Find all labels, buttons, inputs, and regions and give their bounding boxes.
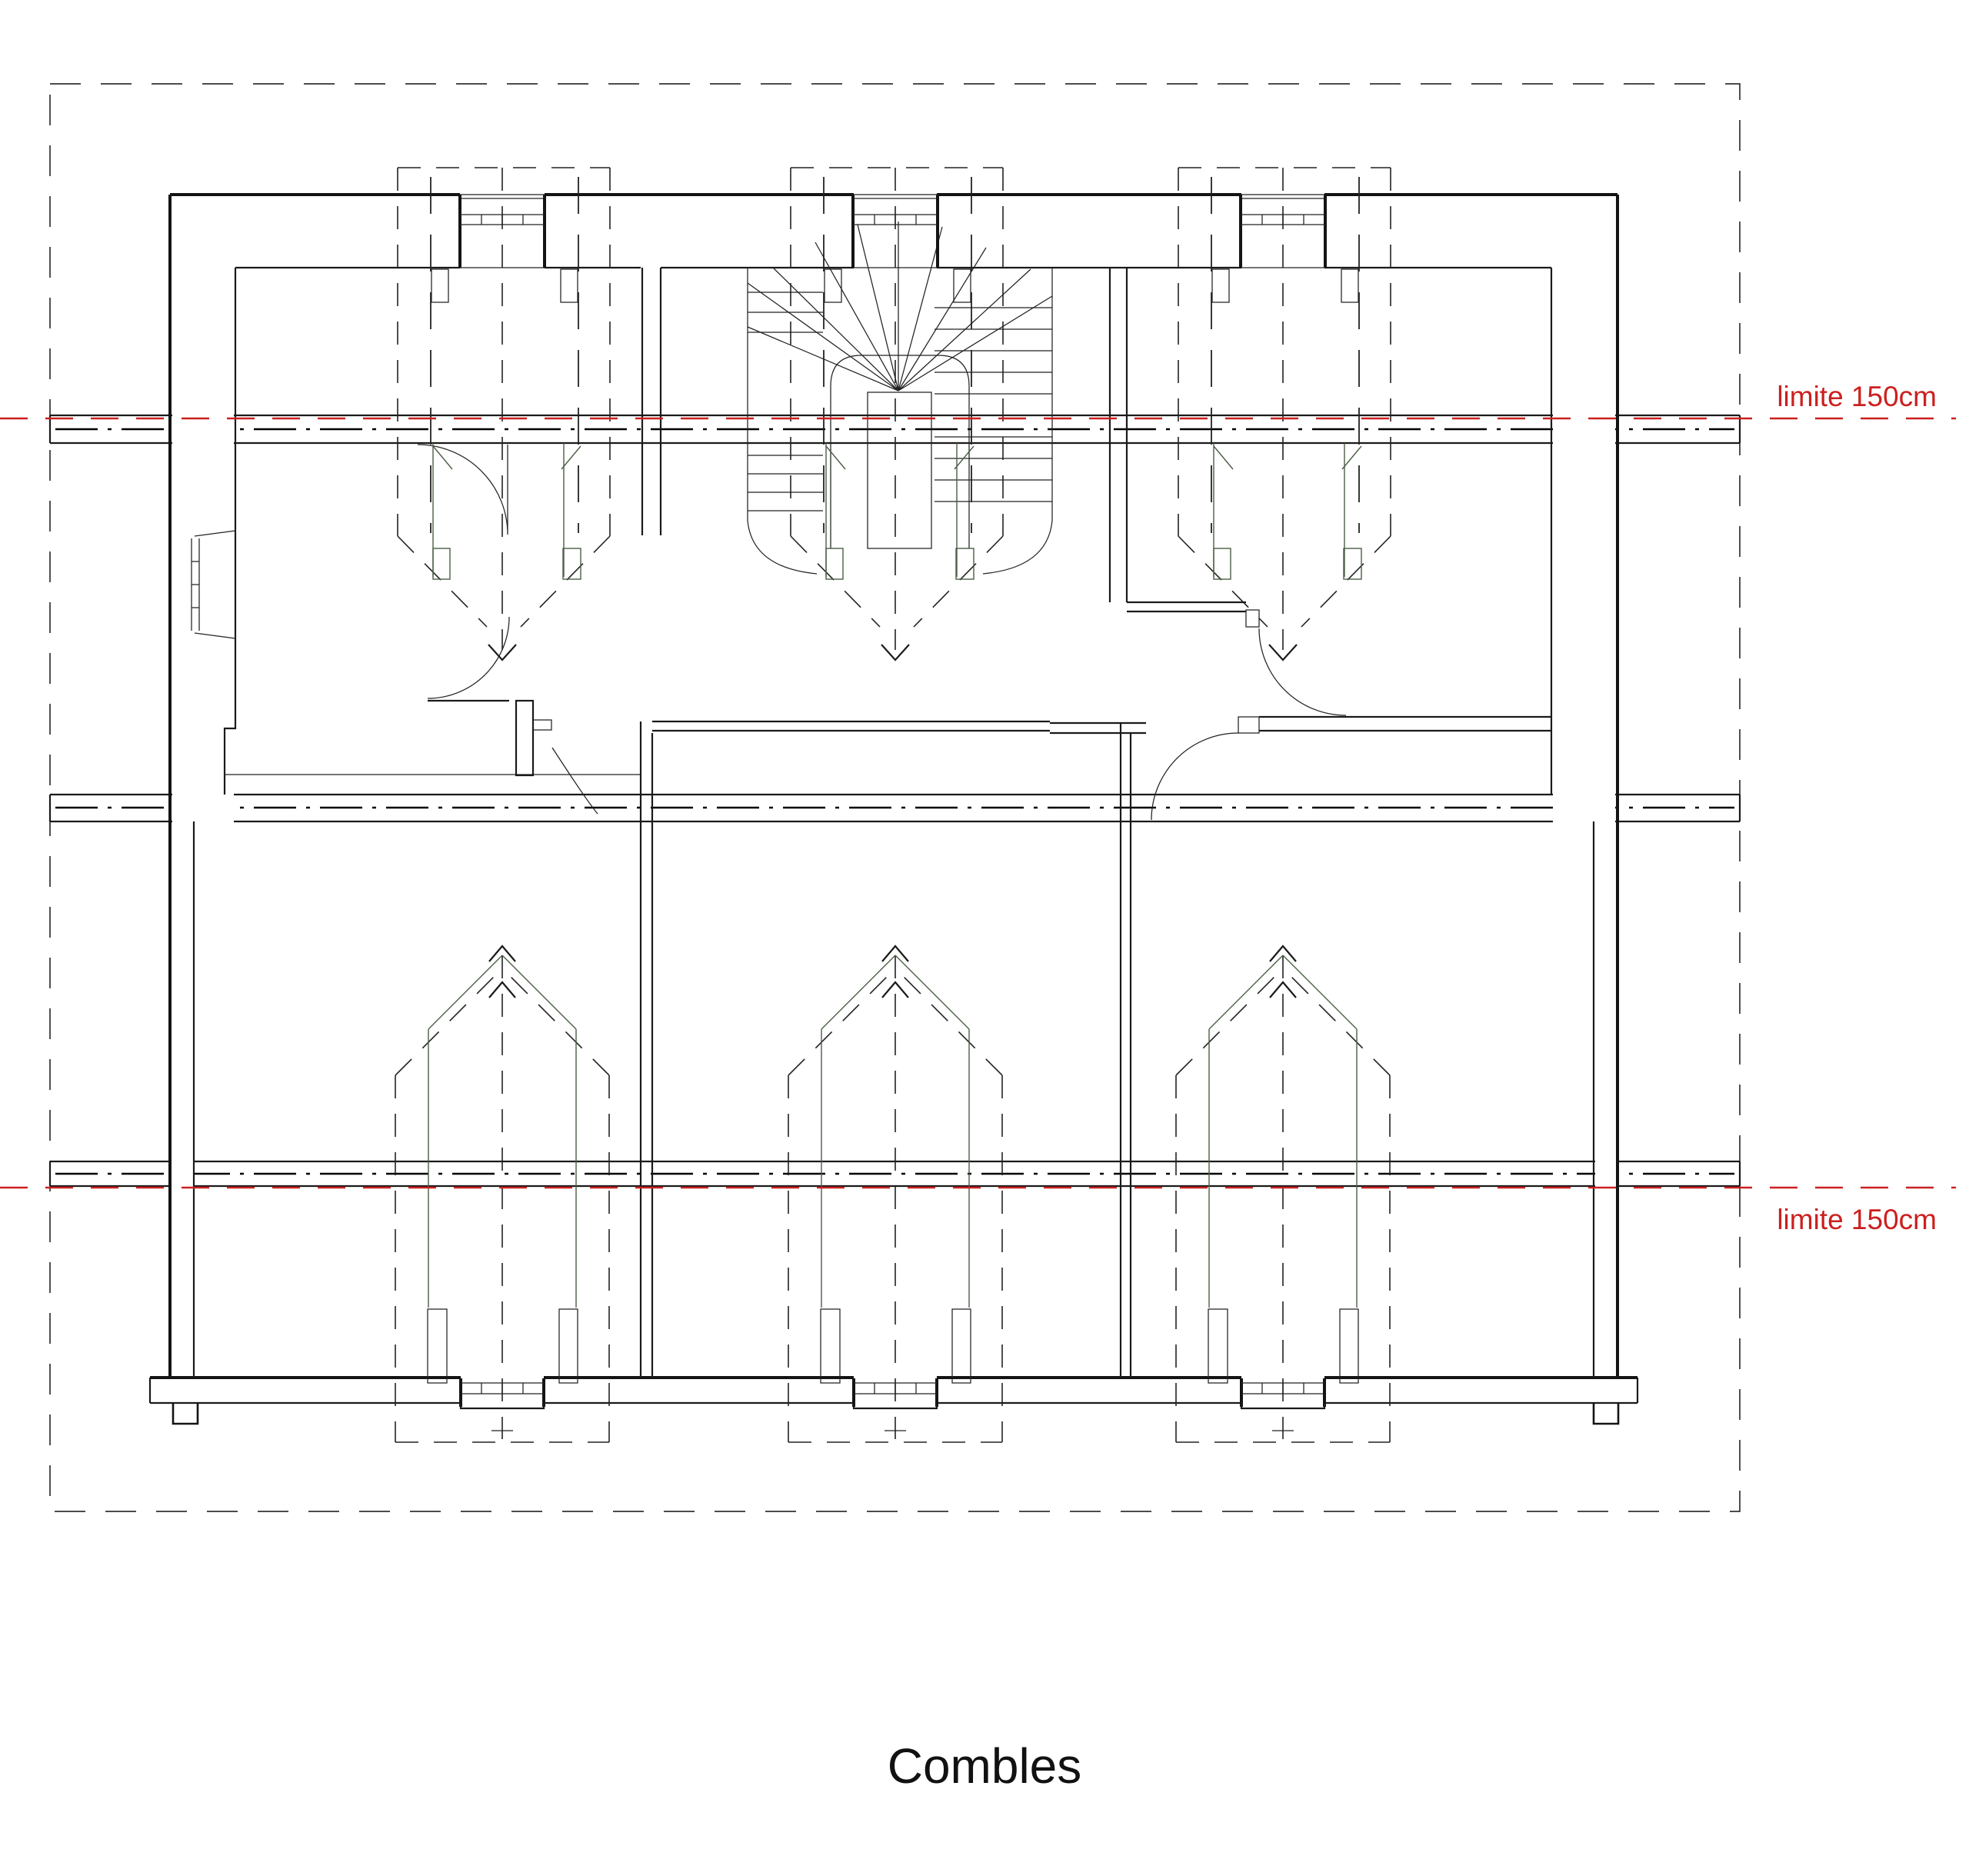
left-wall-window — [191, 530, 236, 639]
limit-label-bottom: limite 150cm — [1777, 1204, 1937, 1235]
floor-title: Combles — [888, 1738, 1082, 1794]
dormer-top-left — [396, 166, 611, 661]
dormer-bottom-right — [1174, 945, 1391, 1444]
roof-outline — [49, 83, 1741, 1512]
door-swing-arcs — [417, 444, 1347, 821]
interior-wall-faces — [192, 266, 1595, 1378]
staircase — [747, 222, 1053, 575]
band-wall-interruptions — [172, 413, 1617, 1188]
dormer-bottom-center — [787, 945, 1004, 1444]
stair-handrail — [830, 355, 970, 548]
limit-label-top: limite 150cm — [1777, 381, 1937, 412]
wall-axis-band-middle — [48, 793, 1741, 823]
dormer-top-center — [789, 166, 1004, 661]
exterior-walls — [148, 193, 1639, 1425]
dormer-bottom-left — [394, 945, 611, 1444]
stair-landing — [867, 392, 932, 549]
corridor-walls — [428, 601, 1551, 1378]
stair-hall-walls — [641, 268, 1128, 602]
dormer-top-right — [1177, 166, 1392, 661]
